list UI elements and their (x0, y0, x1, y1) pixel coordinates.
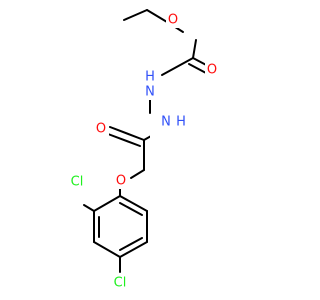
bond-o-c-carbamate (192, 39, 197, 59)
bond-carbamate-c-o-2 (188, 63, 207, 74)
atom-n-upper: N (145, 85, 155, 100)
bond-ring-inner-3 (119, 202, 143, 216)
bond-ring-inner-2 (119, 237, 143, 251)
atom-o-ether: O (116, 174, 126, 189)
atom-o-ester: O (168, 13, 178, 28)
atom-h-upper: H (145, 70, 155, 85)
bond-ring-1 (93, 195, 121, 212)
bond-ring-6 (119, 195, 148, 212)
bond-c-nh-upper (161, 57, 194, 76)
bond-amide-c-o-2 (107, 133, 141, 147)
bond-amide-c-o-1 (109, 126, 145, 141)
atom-o-amide-carbonyl: O (96, 122, 106, 137)
atom-cl-para: Cl (114, 276, 127, 291)
atom-n-lower: N (161, 115, 171, 130)
atom-cl-ortho: Cl (71, 175, 84, 190)
bond-ring-cl-ortho (83, 204, 95, 212)
bond-ring-3 (93, 241, 121, 258)
atom-o-carbamate-carbonyl: O (207, 63, 217, 78)
atom-labels: O O H N N H O O Cl Cl (65, 12, 219, 292)
bond-ring-4 (119, 241, 148, 258)
bond-ch2-o (130, 169, 145, 179)
bonds (83, 9, 211, 273)
atom-h-lower: H (176, 115, 186, 130)
bond-ethyl-c1-c2 (123, 9, 148, 21)
structure-diagram: O O H N N H O O Cl Cl (65, 9, 219, 292)
